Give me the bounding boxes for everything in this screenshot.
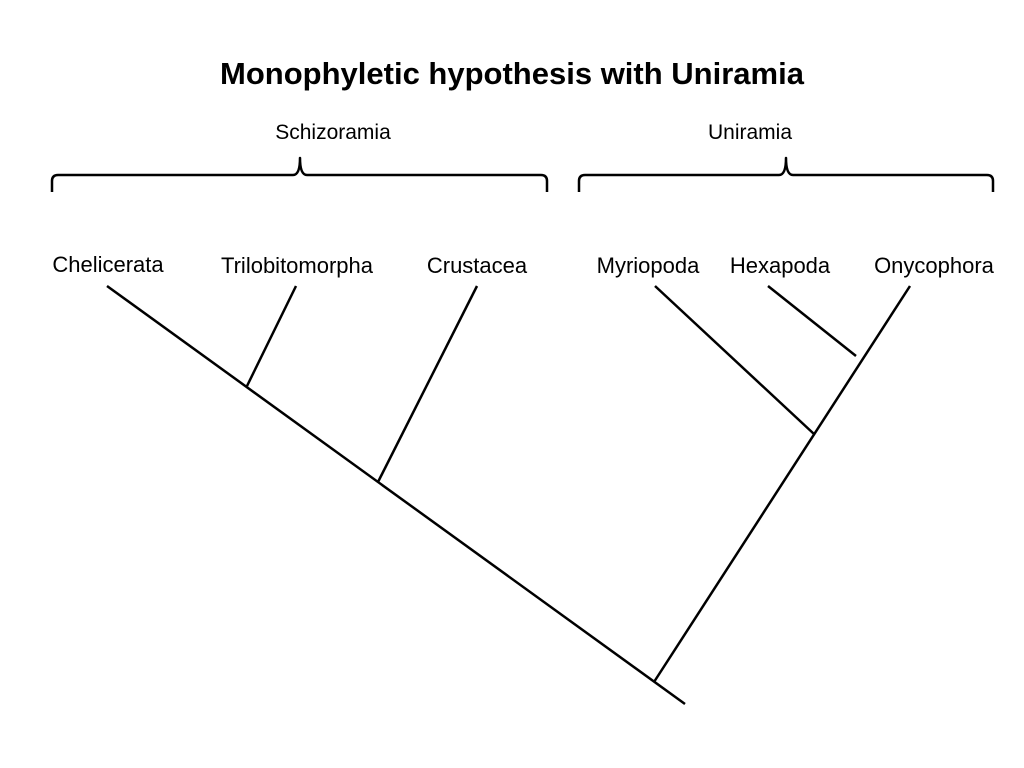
taxon-label-onycophora: Onycophora [874, 253, 995, 278]
branch-myriopoda [654, 285, 815, 435]
branch-trilobitomorpha [245, 285, 298, 387]
branch-onycophora-uniramia-stem [652, 285, 912, 683]
brace-uniramia [577, 156, 995, 192]
taxon-label-hexapoda: Hexapoda [730, 253, 831, 278]
group-label-uniramia: Uniramia [708, 121, 792, 144]
taxon-label-crustacea: Crustacea [427, 253, 528, 278]
taxon-label-trilobitomorpha: Trilobitomorpha [221, 253, 374, 278]
branch-main-chelicerata [106, 284, 686, 706]
group-label-schizoramia: Schizoramia [275, 121, 391, 144]
taxon-label-chelicerata: Chelicerata [52, 252, 164, 277]
branch-crustacea [376, 285, 479, 483]
taxon-label-myriopoda: Myriopoda [597, 253, 700, 278]
diagram-title: Monophyletic hypothesis with Uniramia [220, 56, 805, 91]
branch-hexapoda [767, 285, 857, 357]
brace-schizoramia [50, 156, 549, 192]
